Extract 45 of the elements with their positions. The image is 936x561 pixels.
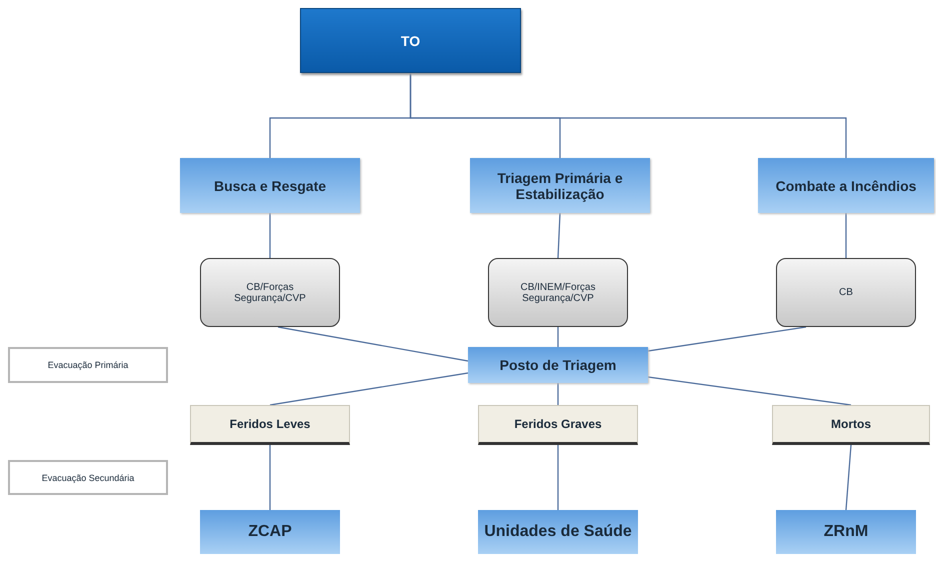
destination-box xyxy=(776,510,916,554)
category-box xyxy=(772,405,930,445)
box-label: Evacuação Primária xyxy=(46,360,130,370)
process-box xyxy=(468,347,648,383)
process-box xyxy=(758,158,934,213)
root-box xyxy=(300,8,521,73)
stage-note-box xyxy=(8,460,168,495)
category-box xyxy=(190,405,350,445)
box-label: Feridos Graves xyxy=(513,417,603,431)
connector-line xyxy=(557,445,559,510)
process-box xyxy=(470,158,650,213)
box-label: Posto de Triagem xyxy=(498,357,618,373)
process-box xyxy=(180,158,360,213)
destination-box xyxy=(478,510,638,554)
connector-line xyxy=(278,326,468,362)
box-label: ZCAP xyxy=(247,523,293,541)
box-label: ZRnM xyxy=(822,523,870,541)
box-label: Unidades de Saúde xyxy=(483,523,633,541)
connector-line xyxy=(269,445,271,510)
team-box xyxy=(200,258,340,327)
box-label: CB/INEM/Forças Segurança/CVP xyxy=(519,282,596,304)
connector-line xyxy=(648,376,852,406)
connector-line xyxy=(410,73,847,158)
connector-line xyxy=(270,372,468,406)
box-label: Feridos Leves xyxy=(228,417,312,431)
connector-line xyxy=(648,326,806,352)
connector-line xyxy=(557,327,559,347)
box-label: Mortos xyxy=(830,417,872,431)
box-label: CB/Forças Segurança/CVP xyxy=(233,282,307,304)
team-box xyxy=(776,258,916,327)
team-box xyxy=(488,258,628,327)
category-box xyxy=(478,405,638,445)
connector-line xyxy=(845,213,847,258)
box-label: Evacuação Secundária xyxy=(40,472,136,482)
connector-line xyxy=(269,213,271,258)
connector-line xyxy=(557,383,559,405)
box-label: CB xyxy=(838,287,854,298)
connector-line xyxy=(557,212,561,258)
box-label: Combate a Incêndios xyxy=(774,178,918,194)
connector-line xyxy=(845,444,852,510)
box-label: TO xyxy=(400,32,422,48)
box-label: Triagem Primária e Estabilização xyxy=(496,170,624,202)
stage-note-box xyxy=(8,347,168,383)
destination-box xyxy=(200,510,340,554)
box-label: Busca e Resgate xyxy=(212,178,328,194)
